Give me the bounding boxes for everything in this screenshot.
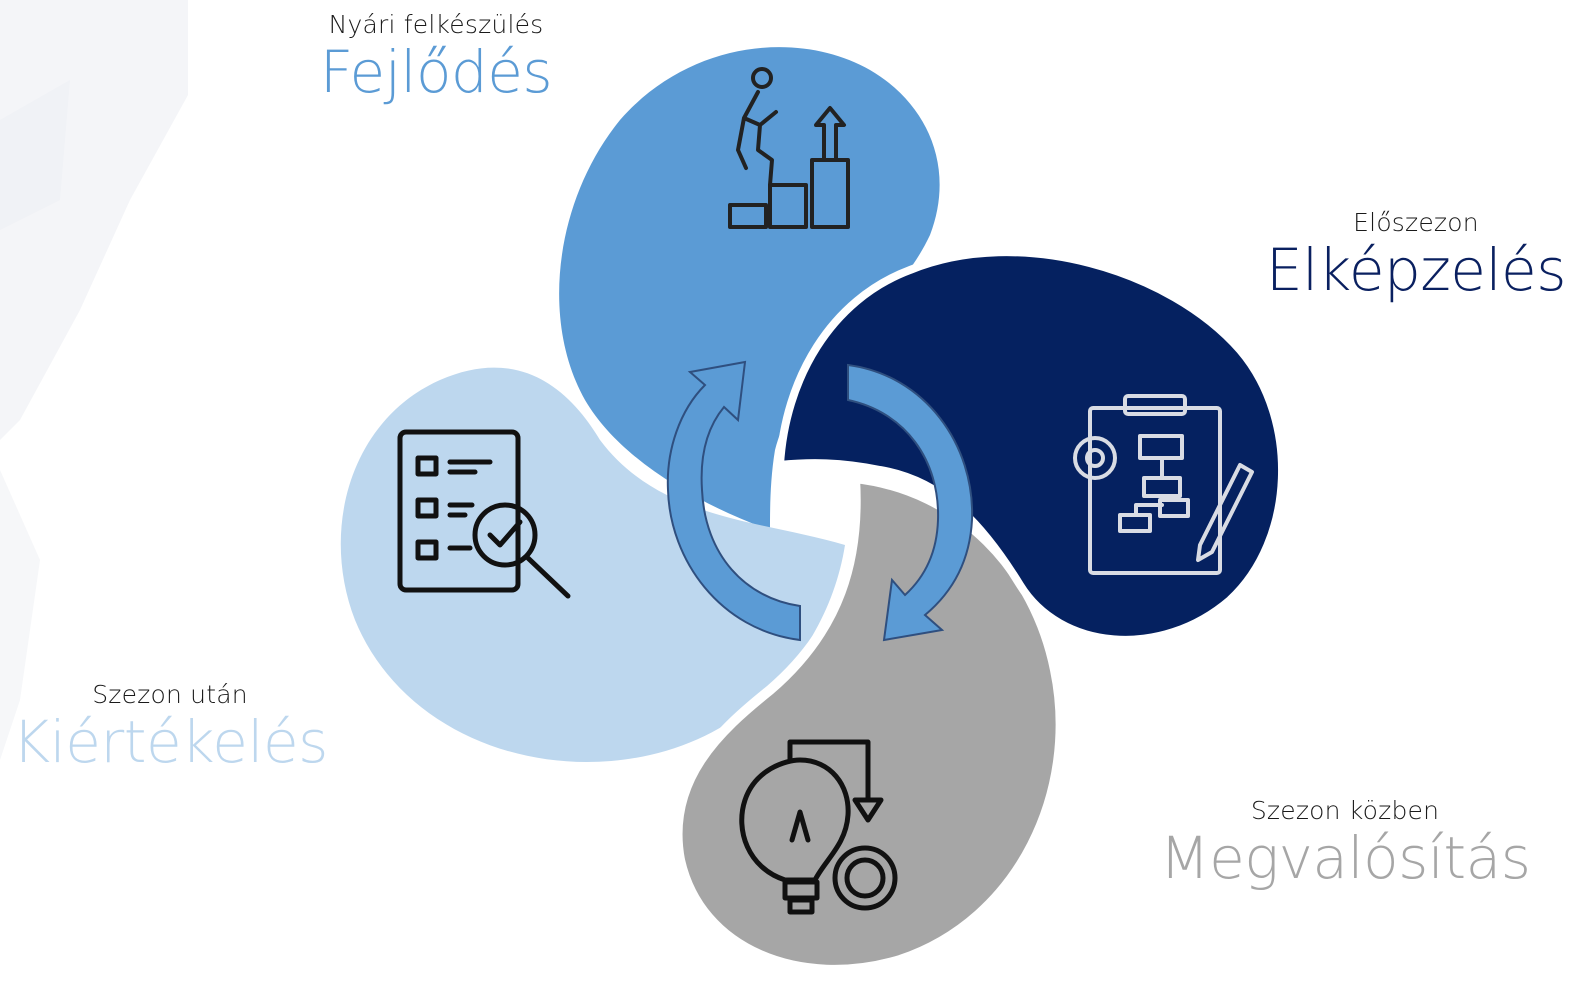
- stage-title: Kiértékelés: [12, 708, 328, 776]
- stage-megvalositas: Szezon közben Megvalósítás: [1150, 796, 1540, 892]
- arrow-left: [666, 360, 801, 642]
- stage-title: Elképzelés: [1266, 236, 1566, 304]
- stage-title: Fejlődés: [319, 38, 553, 106]
- checklist-review-icon: [397, 429, 571, 599]
- stage-elkepzeles: Előszezon Elképzelés: [1256, 208, 1576, 304]
- petal-elkepzeles: [775, 248, 1286, 644]
- petal-kiertekeles: [340, 367, 845, 763]
- stage-fejlodes: Nyári felkészülés Fejlődés: [286, 10, 586, 106]
- stage-subtitle: Szezon után: [92, 680, 248, 709]
- planning-clipboard-icon: [1073, 394, 1254, 575]
- stage-title: Megvalósítás: [1159, 824, 1531, 892]
- stage-kiertekeles: Szezon után Kiértékelés: [0, 680, 340, 776]
- stage-subtitle: Szezon közben: [1250, 796, 1440, 825]
- arrow-right: [847, 363, 974, 642]
- climbing-steps-icon: [728, 67, 850, 229]
- stage-subtitle: Előszezon: [1353, 208, 1479, 237]
- cycle-arrows-icon: [666, 360, 974, 642]
- petal-megvalositas: [672, 472, 1066, 975]
- stage-subtitle: Nyári felkészülés: [328, 10, 544, 39]
- idea-to-process-icon: [739, 739, 898, 915]
- background-decoration: [0, 0, 188, 760]
- petal-fejlodes: [559, 47, 940, 531]
